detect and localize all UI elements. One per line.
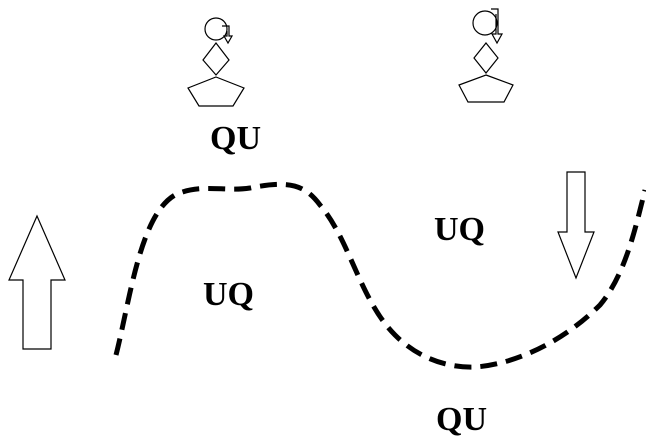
molecule-icon [188, 18, 244, 106]
state-label-qu: QU [210, 122, 261, 156]
down-arrow-icon [558, 172, 594, 278]
state-label-uq: UQ [203, 278, 254, 312]
state-label-uq: UQ [434, 213, 485, 247]
molecule-icon [459, 9, 513, 102]
state-label-qu: QU [436, 403, 487, 437]
up-arrow-icon [9, 216, 65, 349]
dashed-energy-curve [116, 184, 645, 367]
